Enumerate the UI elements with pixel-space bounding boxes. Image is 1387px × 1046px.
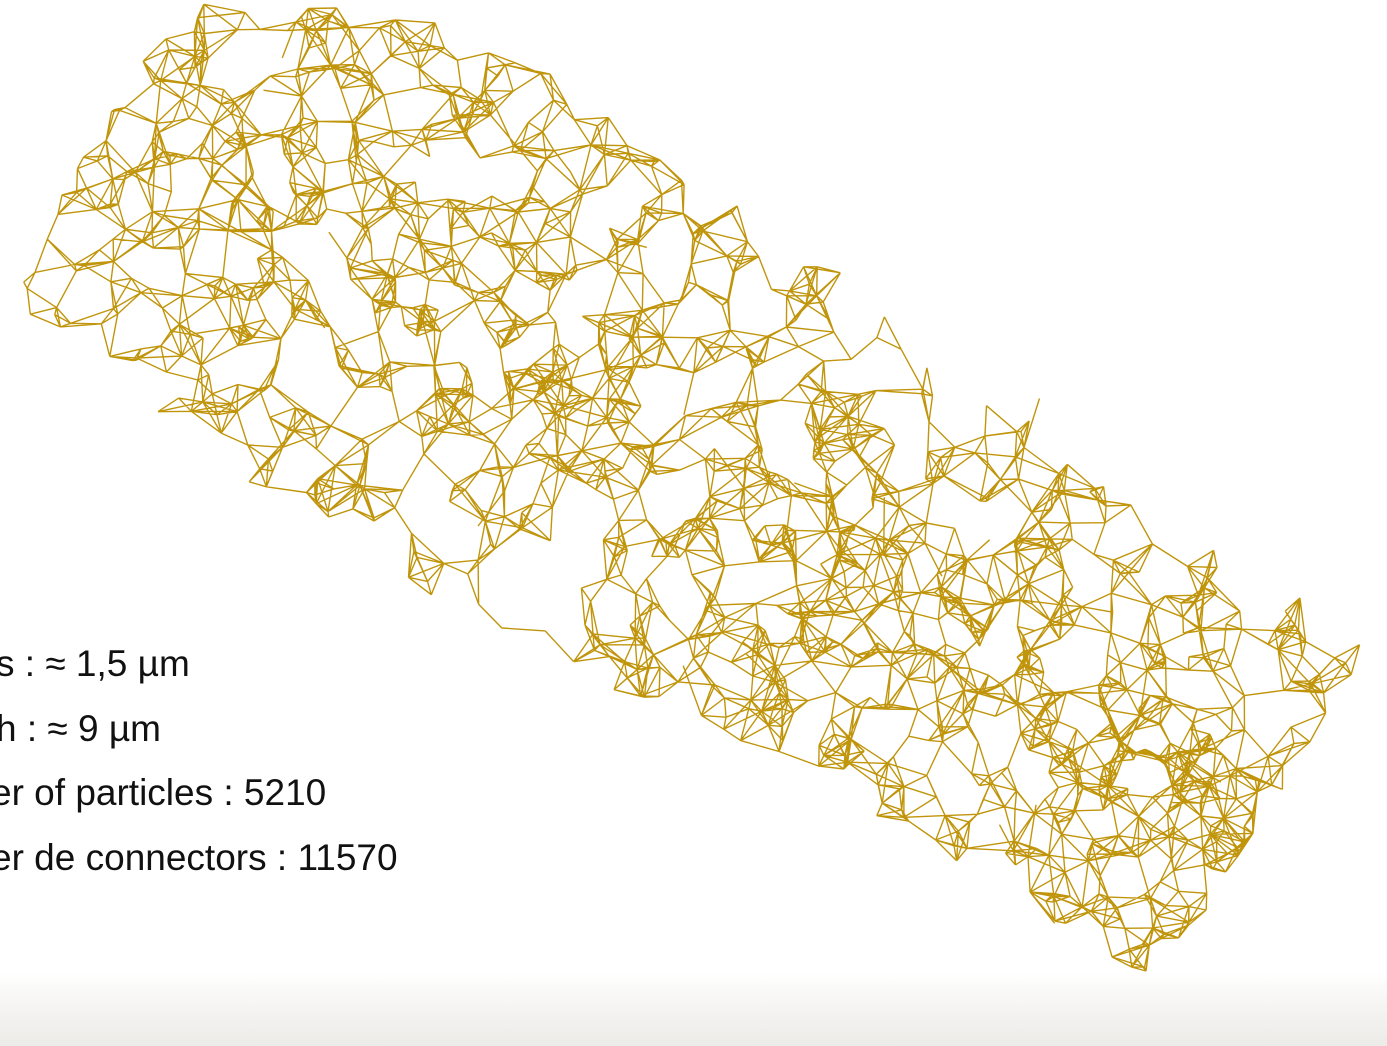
radius-text: s : ≈ 1,5 µm [0, 643, 190, 684]
info-text-block: s : ≈ 1,5 µm h : ≈ 9 µm er of particles … [0, 632, 398, 890]
particles-count-line: er of particles : 5210 [0, 761, 398, 826]
connectors-count-line: er de connectors : 11570 [0, 826, 398, 891]
length-line: h : ≈ 9 µm [0, 697, 398, 762]
length-text: h : ≈ 9 µm [0, 707, 162, 749]
radius-line: s : ≈ 1,5 µm [0, 632, 398, 697]
particles-count-text: er of particles : 5210 [0, 772, 327, 813]
connectors-count-text: er de connectors : 11570 [0, 836, 398, 878]
connector-lines [23, 3, 1361, 972]
